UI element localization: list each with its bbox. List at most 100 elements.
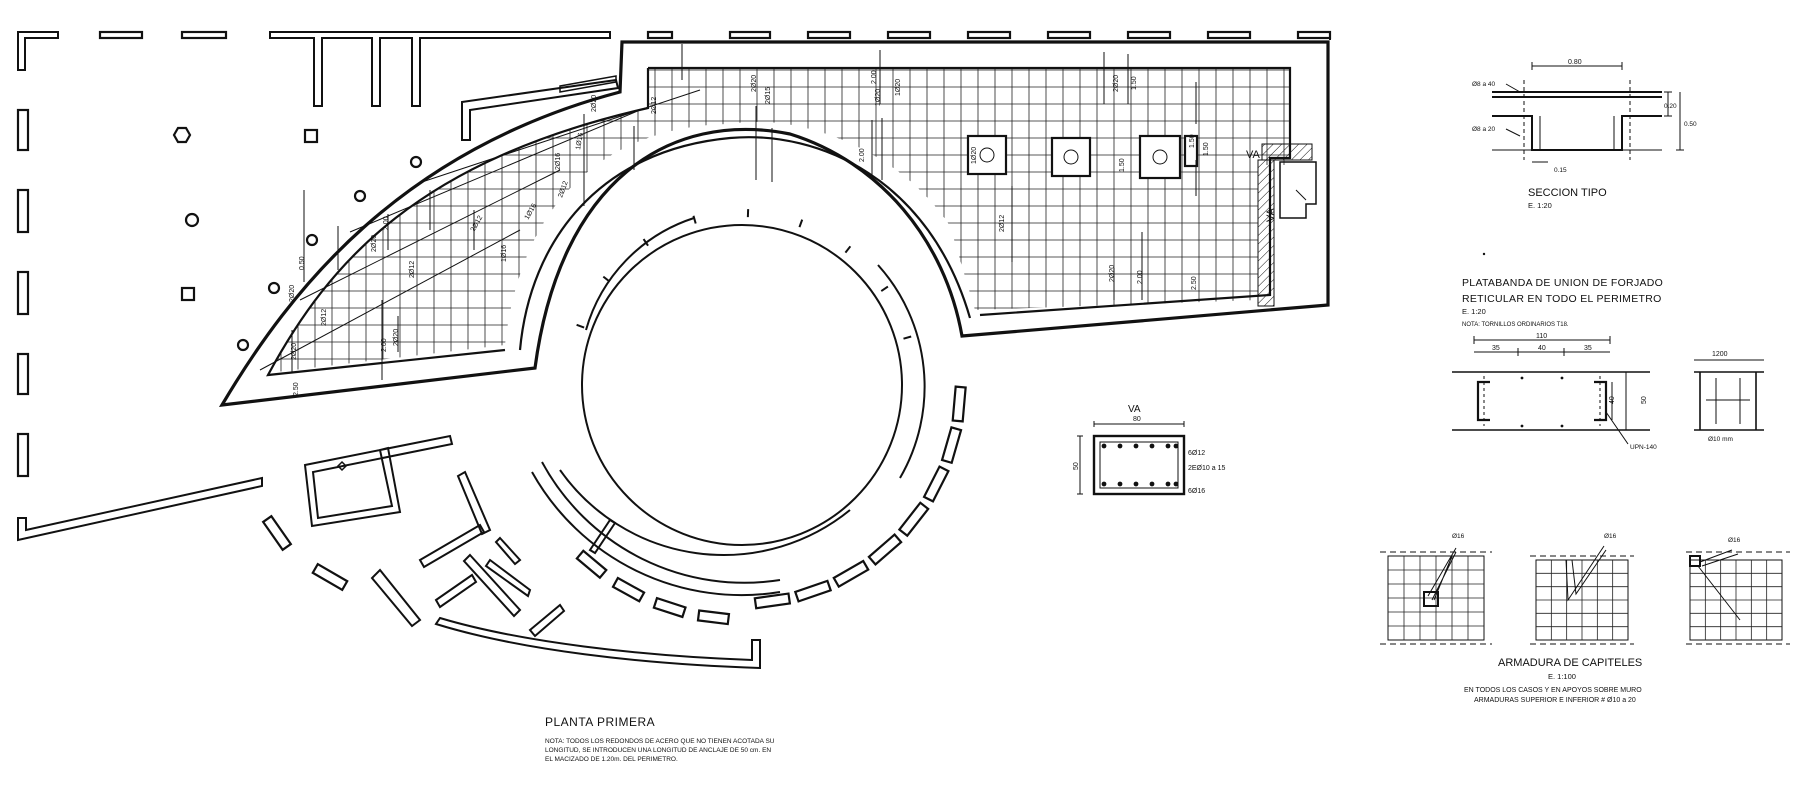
- pb-title-1: PLATABANDA DE UNION DE FORJADO: [1462, 277, 1663, 289]
- rebar-label: 2Ø12: [999, 215, 1006, 232]
- cap-bar-b: Ø16: [1604, 533, 1617, 540]
- st-bar-1: Ø8 a 40: [1472, 81, 1496, 88]
- rebar-label: 2Ø12: [409, 261, 416, 278]
- circular-hall: [531, 209, 967, 626]
- plan-note-line-3: EL MACIZADO DE 1.20m. DEL PERIMETRO.: [545, 756, 678, 763]
- rebar-label: 2Ø20: [393, 329, 400, 346]
- ring-wall-segment: [922, 465, 950, 503]
- ring-wall-segment: [951, 385, 967, 423]
- rebar-line: [259, 229, 521, 371]
- va-section-title: VA: [1128, 404, 1141, 415]
- ring-wall-segment: [940, 426, 963, 465]
- ring-wall-segment: [793, 579, 833, 603]
- va-tag: VA: [1246, 149, 1261, 161]
- rebar-label: 2Ø20: [751, 75, 758, 92]
- rebar-label: 2Ø20: [1113, 75, 1120, 92]
- st-dim-050: 0.50: [1684, 121, 1697, 128]
- pb-dim-h50: 50: [1641, 396, 1648, 404]
- rebar-label: 1Ø16: [501, 245, 508, 262]
- plan-title: PLANTA PRIMERA: [545, 715, 655, 729]
- st-title: SECCION TIPO: [1528, 187, 1607, 199]
- ring-tick: [692, 215, 697, 224]
- dimension-label: 2.50: [293, 382, 300, 396]
- ring-wall-segment: [897, 501, 930, 538]
- capitel-bar: [1565, 545, 1607, 602]
- perimeter-walls: [16, 30, 1332, 542]
- rebar-label: 1Ø16: [575, 132, 585, 150]
- ring-wall-segment: [696, 609, 731, 626]
- dimension-label: 1.50: [1131, 76, 1138, 90]
- pb-dim-1200: 1200: [1712, 351, 1728, 358]
- rebar-label: 2Ø12: [321, 309, 328, 326]
- ring-tick: [576, 323, 585, 329]
- pb-dim-h40: 40: [1609, 396, 1616, 404]
- cap-bar-c: Ø16: [1728, 537, 1741, 544]
- va-bottom-bar: [1165, 481, 1171, 487]
- cap-note-1: EN TODOS LOS CASOS Y EN APOYOS SOBRE MUR…: [1464, 687, 1642, 694]
- va-top-bar: [1101, 443, 1107, 449]
- ring-wall-segment: [575, 549, 608, 580]
- rebar-label: 2Ø20: [289, 285, 296, 302]
- va-top-bar: [1133, 443, 1139, 449]
- rebar-label: 1Ø20: [971, 147, 978, 164]
- st-scale: E. 1:20: [1528, 201, 1552, 210]
- capitel-column: [1689, 555, 1701, 567]
- rebar-label: 2Ø20: [591, 95, 598, 112]
- pb-note: NOTA: TORNILLOS ORDINARIOS T18.: [1462, 322, 1569, 328]
- cap-bar-a: Ø16: [1452, 533, 1465, 540]
- ring-wall-segment: [652, 596, 687, 619]
- rebar-line: [349, 109, 641, 233]
- dimension-label: 2.00: [871, 70, 878, 84]
- pb-bolt: Ø10 mm: [1708, 436, 1733, 443]
- st-dim-015: 0.15: [1554, 167, 1567, 174]
- st-dim-020: 0.20: [1664, 103, 1677, 110]
- ring-wall-segment: [611, 576, 646, 603]
- va-top-bar: [1165, 443, 1171, 449]
- cap-title: ARMADURA DE CAPITELES: [1498, 657, 1642, 669]
- pb-dim-35b: 35: [1584, 345, 1592, 352]
- va-bottom-bar: [1173, 481, 1179, 487]
- dimension-label: 0.50: [299, 256, 306, 270]
- ring-wall-segment: [753, 592, 792, 610]
- ring-tick: [903, 335, 912, 340]
- pb-dim-110: 110: [1536, 333, 1547, 340]
- ring-wall-segment: [867, 533, 903, 567]
- plan-note-line-1: NOTA: TODOS LOS REDONDOS DE ACERO QUE NO…: [545, 738, 775, 745]
- dimension-label: 1.50: [1189, 134, 1196, 148]
- va-top-bar: [1173, 443, 1179, 449]
- rebar-label: 2Ø20: [371, 235, 378, 252]
- seccion-tipo-detail: 0.80 Ø8 a 40 Ø8 a 20 0.20 0.50 0.15 SECC…: [1472, 59, 1697, 210]
- pb-dim-35a: 35: [1492, 345, 1500, 352]
- va-top-bar: [1149, 443, 1155, 449]
- dimension-label: 1.50: [1203, 142, 1210, 156]
- dimension-label: 2.00: [1137, 270, 1144, 284]
- rebar-label: 2Ø16: [555, 153, 562, 170]
- rebar-line: [421, 89, 701, 183]
- dimension-label: 2.00: [383, 216, 390, 230]
- rebar-label: 2Ø12: [470, 215, 485, 233]
- dimension-label: 1.50: [1119, 158, 1126, 172]
- cap-note-2: ARMADURAS SUPERIOR E INFERIOR # Ø10 a 20: [1474, 697, 1636, 704]
- capitel-column: [1423, 591, 1439, 607]
- va-height-dim: 50: [1073, 462, 1080, 470]
- rebar-annotations: 2Ø202Ø152Ø121Ø162Ø202Ø121Ø162Ø162Ø121Ø16…: [259, 44, 1210, 396]
- ring-tick: [642, 238, 649, 247]
- pb-profile: UPN-140: [1630, 444, 1657, 451]
- rebar-label: 2Ø15: [765, 87, 772, 104]
- dimension-label: 2.50: [1191, 276, 1198, 290]
- pb-title-2: RETICULAR EN TODO EL PERIMETRO: [1462, 293, 1662, 305]
- cap-scale: E. 1:100: [1548, 672, 1576, 681]
- lower-rooms: [261, 434, 761, 670]
- pb-dim-40: 40: [1538, 345, 1546, 352]
- capitel-bar: [1427, 547, 1457, 601]
- stair-room: [461, 75, 620, 141]
- va-bar-bottom: 6Ø16: [1188, 488, 1205, 495]
- rebar-label: 1Ø20: [895, 79, 902, 96]
- ring-tick: [602, 275, 611, 283]
- rebar-line: [299, 169, 561, 301]
- va-bar-top: 6Ø12: [1188, 450, 1205, 457]
- va-bottom-bar: [1149, 481, 1155, 487]
- ring-tick: [798, 219, 804, 228]
- ring-wall-segment: [832, 559, 870, 589]
